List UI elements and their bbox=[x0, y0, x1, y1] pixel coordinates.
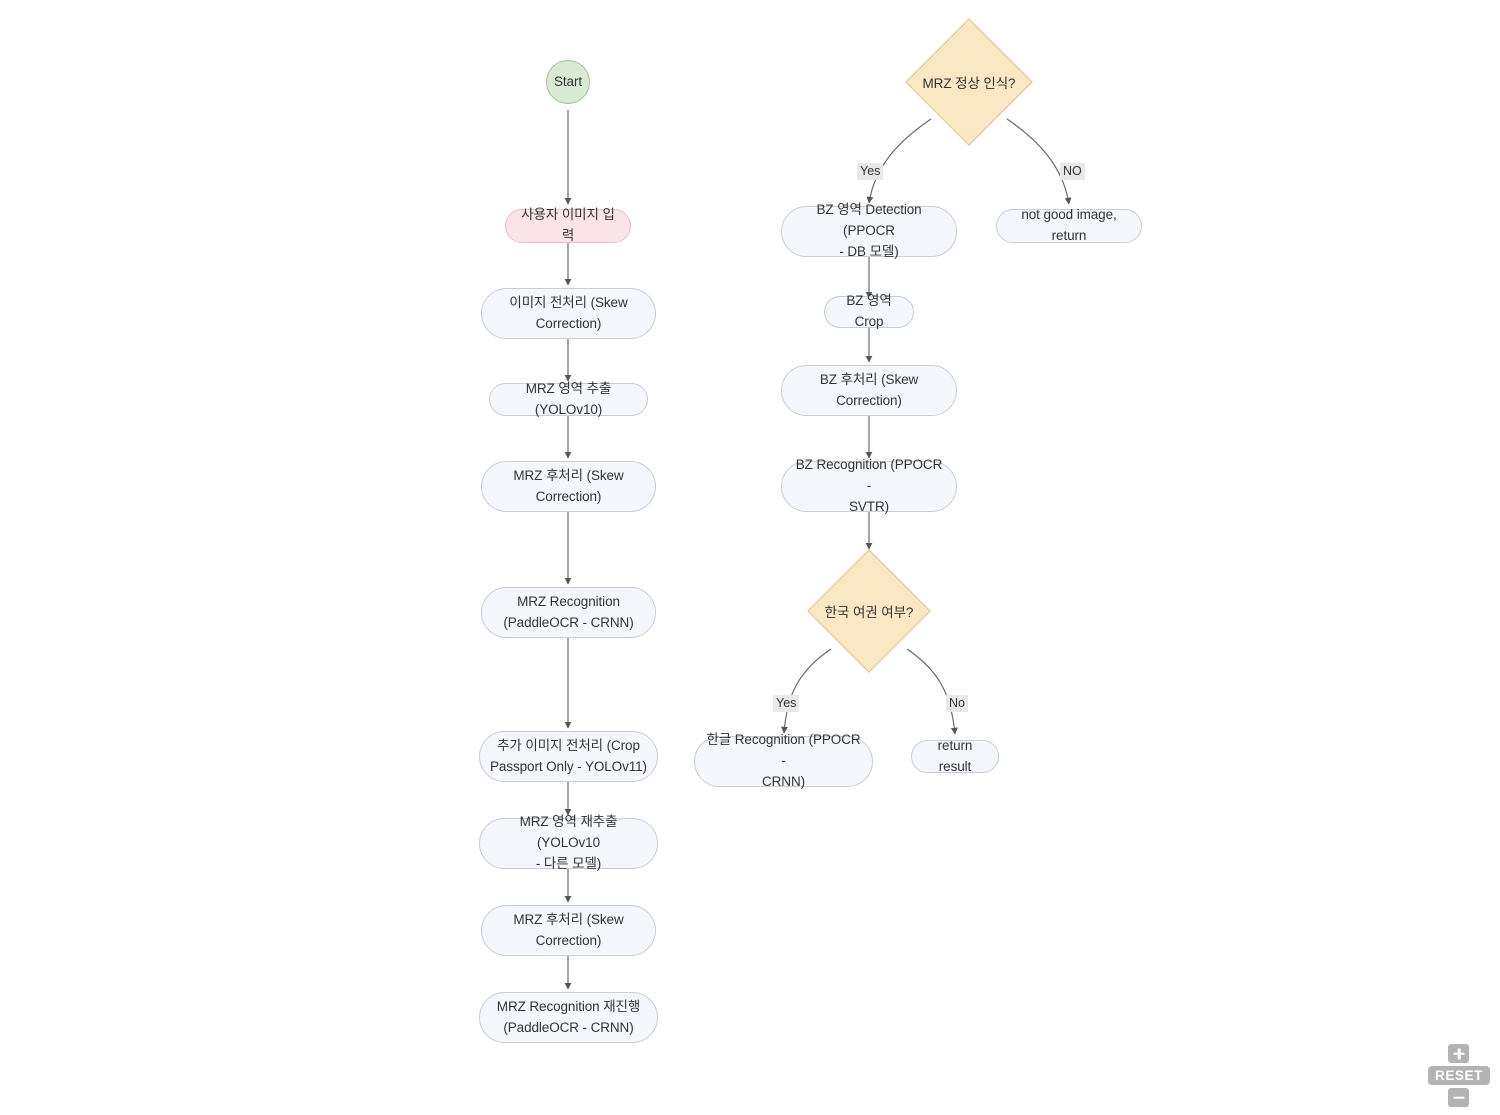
node-mrz-reextract[interactable]: MRZ 영역 재추출 (YOLOv10 - 다른 모델) bbox=[479, 814, 658, 871]
edge-label-korea-passport-check-yes: Yes bbox=[773, 695, 800, 712]
node-bz-crop[interactable]: BZ 영역 Crop bbox=[824, 293, 914, 329]
edge-label-mrz-check-no: NO bbox=[1060, 163, 1085, 180]
node-mrz-extract[interactable]: MRZ 영역 추출 (YOLOv10) bbox=[489, 381, 648, 417]
node-extra-preprocess[interactable]: 추가 이미지 전처리 (Crop Passport Only - YOLOv11… bbox=[479, 731, 658, 782]
mrz-check-diamond-shape bbox=[905, 18, 1033, 146]
node-korea-passport-check[interactable]: 한국 여권 여부? bbox=[806, 548, 932, 674]
edge-label-korea-passport-check-no: No bbox=[946, 695, 968, 712]
node-bz-postprocess[interactable]: BZ 후처리 (Skew Correction) bbox=[781, 365, 957, 416]
node-hangul-recognition[interactable]: 한글 Recognition (PPOCR - CRNN) bbox=[694, 732, 873, 789]
node-korea-passport-check-label: 한국 여권 여부? bbox=[824, 605, 914, 620]
node-bz-recognition[interactable]: BZ Recognition (PPOCR - SVTR) bbox=[781, 457, 957, 514]
korea-passport-check-diamond-shape bbox=[807, 549, 931, 673]
zoom-controls: RESET bbox=[1427, 1044, 1490, 1107]
node-mrz-check[interactable]: MRZ 정상 인식? bbox=[904, 17, 1034, 147]
node-mrz-recognition-retry[interactable]: MRZ Recognition 재진행 (PaddleOCR - CRNN) bbox=[479, 992, 658, 1043]
node-not-good-image[interactable]: not good image, return bbox=[996, 207, 1142, 243]
node-start[interactable]: Start bbox=[546, 60, 590, 104]
node-mrz-postprocess2[interactable]: MRZ 후처리 (Skew Correction) bbox=[481, 905, 656, 956]
zoom-out-button[interactable] bbox=[1448, 1088, 1470, 1107]
node-bz-detection[interactable]: BZ 영역 Detection (PPOCR - DB 모델) bbox=[781, 202, 957, 259]
node-user-image-input[interactable]: 사용자 이미지 입력 bbox=[505, 207, 631, 243]
node-mrz-recognition[interactable]: MRZ Recognition (PaddleOCR - CRNN) bbox=[481, 587, 656, 638]
node-mrz-check-label: MRZ 정상 인식? bbox=[922, 76, 1016, 91]
edge-label-mrz-check-yes: Yes bbox=[857, 163, 884, 180]
zoom-in-button[interactable] bbox=[1448, 1044, 1470, 1063]
node-return-result[interactable]: return result bbox=[911, 738, 999, 774]
node-mrz-postprocess[interactable]: MRZ 후처리 (Skew Correction) bbox=[481, 461, 656, 512]
reset-button[interactable]: RESET bbox=[1427, 1066, 1490, 1085]
node-image-preprocess[interactable]: 이미지 전처리 (Skew Correction) bbox=[481, 288, 656, 339]
